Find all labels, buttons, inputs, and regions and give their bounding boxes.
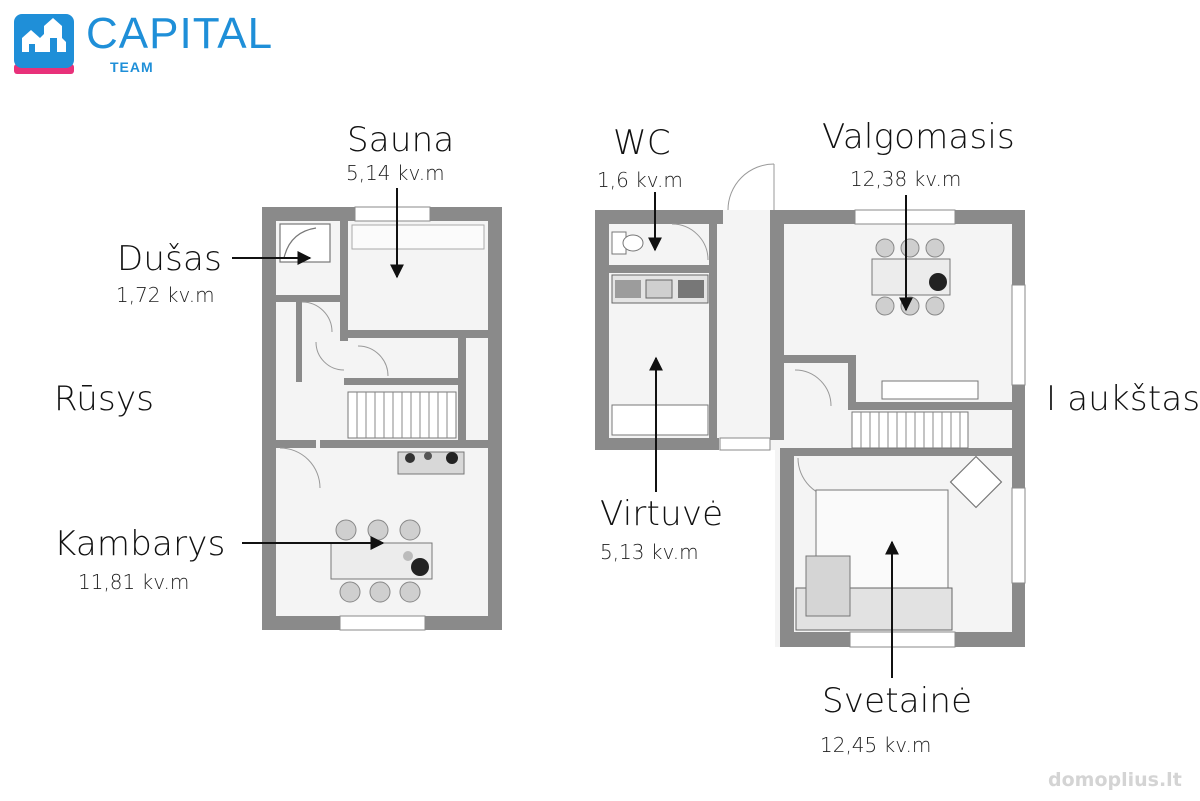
room-name-kambarys: Kambarys <box>54 524 226 564</box>
logo-wordmark: CAPITAL <box>86 9 274 58</box>
first-floor-plan <box>595 163 1026 648</box>
room-name-valgomasis: Valgomasis <box>822 117 1015 157</box>
level-label-basement: Rūsys <box>54 379 155 419</box>
room-name-svetaine: Svetainė <box>822 681 973 721</box>
logo-subtitle: TEAM <box>110 59 154 75</box>
room-name-virtuve: Virtuvė <box>600 494 724 534</box>
room-name-dusas: Dušas <box>117 239 222 279</box>
basement-plan <box>262 206 502 631</box>
room-name-wc: WC <box>613 123 671 163</box>
room-area-svetaine: 12,45 kv.m <box>820 733 932 757</box>
room-area-kambarys: 11,81 kv.m <box>78 570 190 594</box>
room-name-sauna: Sauna <box>347 120 455 160</box>
room-area-wc: 1,6 kv.m <box>597 168 683 192</box>
level-label-first-floor: I aukštas <box>1046 379 1200 419</box>
room-area-dusas: 1,72 kv.m <box>116 283 215 307</box>
room-area-sauna: 5,14 kv.m <box>346 161 445 185</box>
room-area-virtuve: 5,13 kv.m <box>600 540 699 564</box>
room-area-valgomasis: 12,38 kv.m <box>850 167 962 191</box>
watermark: domoplius.lt <box>1048 769 1182 791</box>
house-logo-icon <box>14 14 74 74</box>
